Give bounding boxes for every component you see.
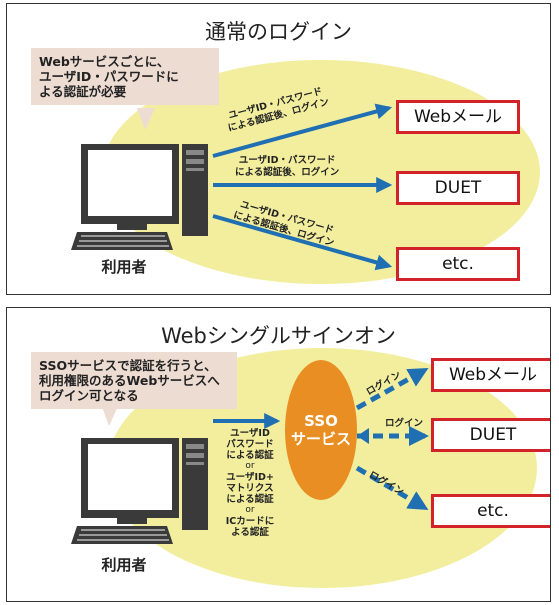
callout-line: Webサービスごとに、	[39, 54, 170, 69]
sso-label-line: サービス	[290, 430, 351, 448]
normal-login-panel: 通常のログイン Webサービスごとに、 ユーザID・パスワードに よる認証が必要…	[6, 3, 551, 295]
callout-line: ログイン可となる	[39, 388, 139, 403]
service-box-etc: etc.	[396, 247, 520, 281]
arrow-label-line: ユーザID・パスワード	[238, 155, 336, 166]
computer-icon	[71, 144, 208, 250]
sso-label-line: SSO	[304, 412, 338, 430]
callout-note: Webサービスごとに、 ユーザID・パスワードに よる認証が必要	[31, 48, 219, 105]
auth-text: ユーザID	[230, 428, 270, 439]
service-box-webmail: Webメール	[431, 358, 550, 392]
service-box-duet: DUET	[396, 171, 520, 205]
auth-text: パスワード	[226, 439, 274, 450]
panel-title: Webシングルサインオン	[161, 324, 396, 348]
auth-methods: ユーザID パスワード による認証 or ユーザID+ マトリクス による認証 …	[215, 428, 285, 538]
user-label: 利用者	[101, 258, 147, 276]
callout-tail	[137, 108, 155, 130]
service-box-etc: etc.	[431, 494, 550, 528]
arrow-label-line: による認証後、ログイン	[235, 167, 340, 178]
callout-line: よる認証が必要	[39, 84, 127, 99]
service-box-duet: DUET	[431, 418, 550, 452]
sso-service-node: SSO サービス	[285, 360, 357, 500]
callout-line: SSOサービスで認証を行うと、	[39, 358, 217, 373]
user-label: 利用者	[101, 556, 147, 574]
auth-text: ICカードに	[225, 516, 275, 527]
callout-tail	[101, 404, 119, 426]
auth-text: による認証	[226, 450, 274, 461]
computer-icon	[71, 438, 208, 544]
login-arrows	[212, 103, 393, 271]
auth-or: or	[245, 461, 255, 471]
callout-line: 利用権限のあるWebサービスへ	[39, 373, 220, 388]
web-sso-panel: Webシングルサインオン SSOサービスで認証を行うと、 利用権限のあるWebサ…	[6, 307, 551, 602]
login-label: ログイン	[385, 418, 424, 429]
auth-text: による認証	[226, 494, 274, 505]
auth-or: or	[245, 505, 255, 515]
callout-line: ユーザID・パスワードに	[39, 69, 179, 84]
auth-text: よる認証	[231, 527, 269, 538]
service-box-webmail: Webメール	[396, 100, 520, 134]
auth-text: ユーザID+	[226, 472, 274, 483]
auth-text: マトリクス	[226, 483, 274, 494]
arrow-label: ユーザID・パスワード による認証後、ログイン	[235, 155, 339, 179]
sso-arrows	[213, 367, 429, 511]
panel-title: 通常のログイン	[205, 20, 352, 44]
callout-note: SSOサービスで認証を行うと、 利用権限のあるWebサービスへ ログイン可となる	[31, 352, 237, 409]
